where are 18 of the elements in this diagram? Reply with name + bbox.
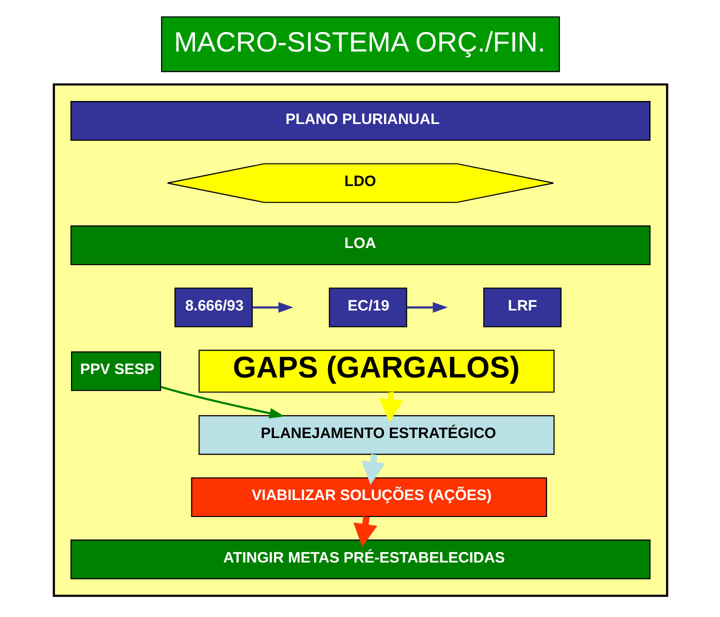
arrow xyxy=(160,386,284,418)
arrow xyxy=(406,302,448,313)
node-box: LRF xyxy=(482,288,562,328)
node-box: EC/19 xyxy=(328,288,407,328)
cluster xyxy=(52,83,668,597)
node-box: ATINGIR METAS PRÉ-ESTABELECIDAS xyxy=(70,540,650,580)
node-box: VIABILIZAR SOLUÇÕES (AÇÕES) xyxy=(190,477,547,518)
node-box: LOA xyxy=(70,225,650,266)
arrow xyxy=(252,302,293,313)
node-box: PPV SESP xyxy=(70,351,161,392)
arrow xyxy=(360,454,385,485)
arrow xyxy=(378,392,403,422)
diagram-title: MACRO-SISTEMA ORÇ./FIN. xyxy=(173,26,545,58)
arrow xyxy=(352,516,377,547)
node-box: PLANEJAMENTO ESTRATÉGICO xyxy=(198,415,554,455)
node-box: GAPS (GARGALOS) xyxy=(198,350,554,393)
node-box: PLANO PLURIANUAL xyxy=(70,101,650,141)
node-box: 8.666/93 xyxy=(174,288,252,328)
